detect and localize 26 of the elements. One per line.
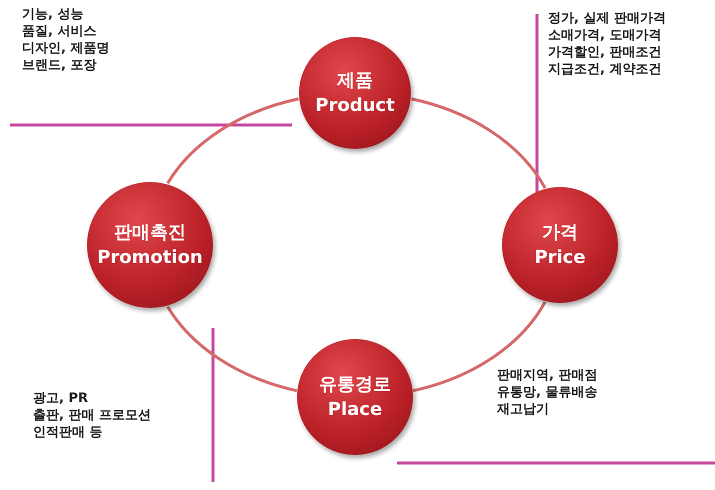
- circle-title: 판매촉진: [114, 221, 186, 245]
- list-text: 품질, 서비스: [22, 23, 98, 40]
- circle-subtitle: Place: [328, 398, 382, 422]
- list-text: 기능, 성능: [22, 6, 84, 23]
- list-text: 광고, PR: [33, 390, 90, 407]
- list-text: 인적판매 등: [33, 424, 104, 441]
- circle-title: 제품: [337, 69, 373, 93]
- circle-subtitle: Price: [534, 246, 586, 270]
- circle-title: 유통경로: [319, 373, 391, 397]
- list-text: 출판, 판매 프로모션: [33, 407, 151, 424]
- circle-subtitle: Promotion: [97, 246, 203, 270]
- list-text: 유통망, 물류배송: [497, 384, 598, 401]
- list-text: 가격할인, 판매조건: [548, 44, 662, 61]
- list-text: 브랜드, 포장: [22, 57, 98, 74]
- ring-connector: [412, 301, 546, 392]
- list-text: 정가, 실제 판매가격: [548, 10, 666, 27]
- circle-subtitle: Product: [315, 94, 395, 118]
- list-text: 소매가격, 도매가격: [548, 27, 662, 44]
- list-text: 재고납기: [497, 401, 550, 418]
- list-text: 디자인, 제품명: [22, 40, 110, 57]
- ring-connector: [166, 97, 299, 184]
- ring-connector: [411, 97, 546, 189]
- ring-connector: [166, 306, 298, 392]
- list-text: 판매지역, 판매점: [497, 367, 598, 384]
- circle-title: 가격: [542, 221, 578, 245]
- list-text: 지급조건, 계약조건: [548, 61, 662, 78]
